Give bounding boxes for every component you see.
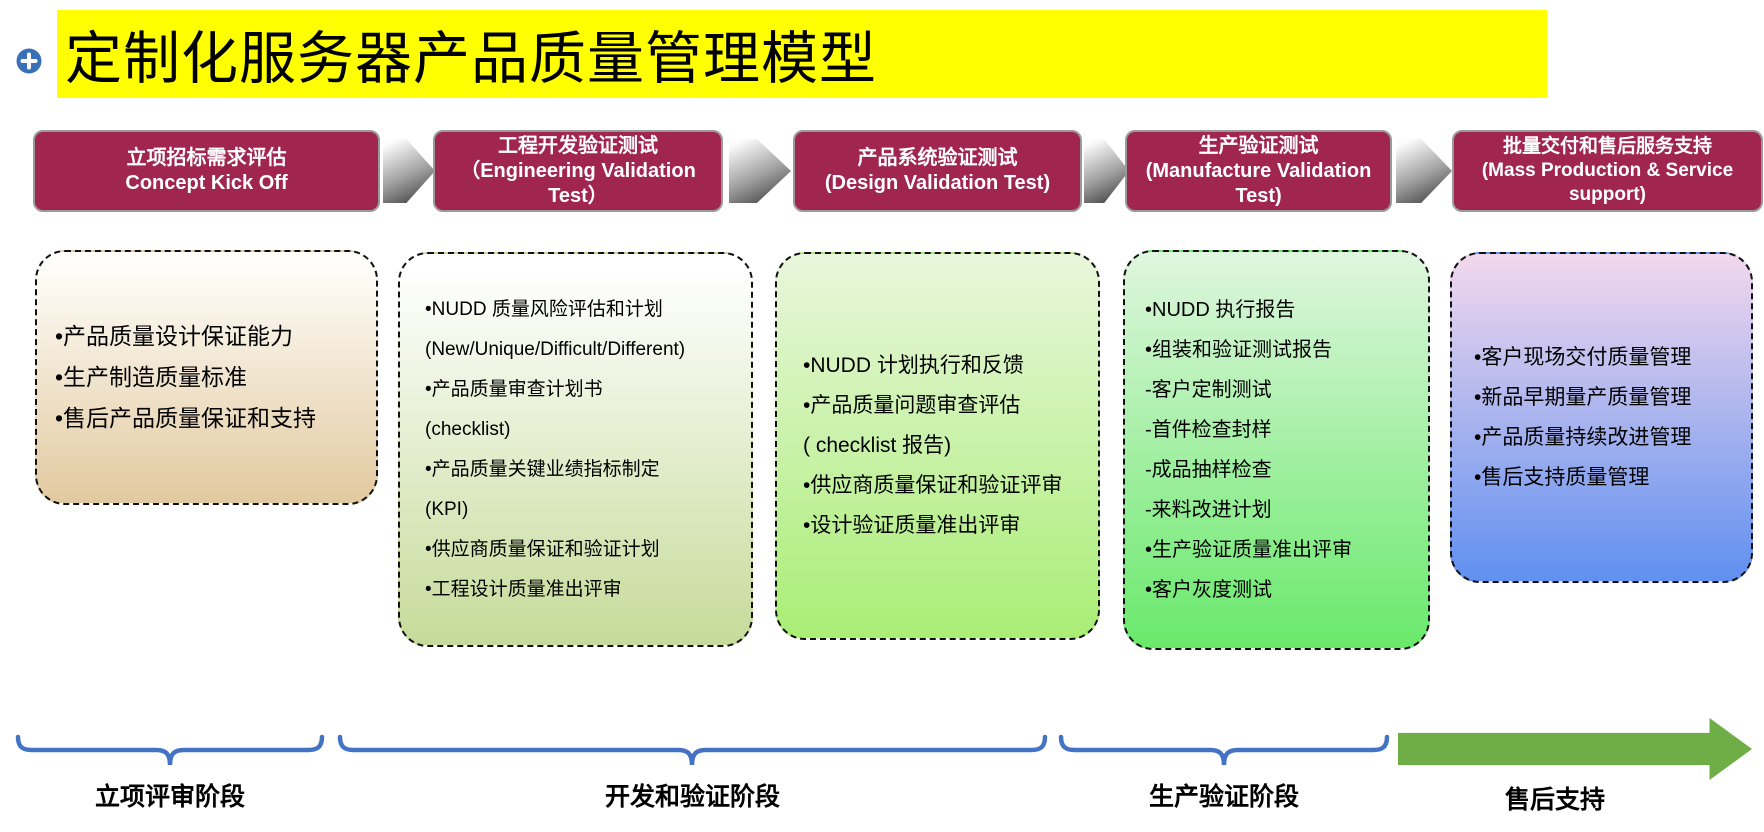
stage-bracket-1 [15, 734, 325, 766]
bullet-line: -来料改进计划 [1145, 499, 1272, 521]
page-title: 定制化服务器产品质量管理模型 [65, 27, 877, 91]
bullet-line: •组装和验证测试报告 [1145, 339, 1333, 361]
phase-header-engineering-validation-test: 工程开发验证测试 （Engineering Validation Test） [433, 130, 723, 212]
phase-header-en: (Manufacture Validation Test) [1145, 159, 1372, 207]
bullet-line: •NUDD 执行报告 [1145, 299, 1296, 321]
stage-bracket-2 [337, 734, 1048, 766]
phase-header-zh: 立项招标需求评估 [126, 147, 287, 169]
bullet-line: •NUDD 计划执行和反馈 [803, 354, 1024, 377]
bullet-line: •产品质量关键业绩指标制定 [425, 458, 660, 480]
arrow-right-icon [1398, 718, 1752, 780]
bullet-line: •客户灰度测试 [1145, 579, 1273, 601]
phase-details-dvt: •NUDD 计划执行和反馈 •产品质量问题审查评估 ( checklist 报告… [775, 252, 1100, 640]
bullet-line: •生产验证质量准出评审 [1145, 539, 1353, 561]
bullet-line: •产品质量问题审查评估 [803, 394, 1021, 417]
bullet-line: •售后支持质量管理 [1474, 465, 1650, 489]
phase-header-mass-production-service-support: 批量交付和售后服务支持 (Mass Production & Service s… [1452, 130, 1763, 212]
plus-icon [16, 48, 42, 74]
chevron-right-icon [729, 139, 791, 203]
bullet-line: -客户定制测试 [1145, 379, 1272, 401]
bullet-line: •售后产品质量保证和支持 [55, 405, 317, 431]
bullet-line: •产品质量持续改进管理 [1474, 425, 1692, 449]
phase-details-evt: •NUDD 质量风险评估和计划 (New/Unique/Difficult/Di… [398, 252, 753, 647]
bullet-line: •供应商质量保证和验证评审 [803, 474, 1063, 497]
bullet-line: •产品质量设计保证能力 [55, 323, 294, 349]
phase-header-zh: 产品系统验证测试 [857, 147, 1018, 169]
bullet-line: •工程设计质量准出评审 [425, 578, 622, 600]
stage-label-development-validation: 开发和验证阶段 [604, 783, 780, 811]
bullet-line: •NUDD 质量风险评估和计划 [425, 298, 663, 320]
phase-header-en: Concept Kick Off [125, 172, 288, 194]
bullet-line: •供应商质量保证和验证计划 [425, 538, 660, 560]
phase-details-mvt: •NUDD 执行报告 •组装和验证测试报告 -客户定制测试 -首件检查封样 -成… [1123, 250, 1430, 650]
bullet-line: •设计验证质量准出评审 [803, 514, 1021, 537]
phase-header-design-validation-test: 产品系统验证测试 (Design Validation Test) [793, 130, 1082, 212]
bullet-line: -首件检查封样 [1145, 419, 1272, 441]
phase-header-en: (Mass Production & Service support) [1481, 160, 1734, 205]
bullet-line: (New/Unique/Difficult/Different) [425, 338, 686, 360]
bullet-line: (checklist) [425, 418, 511, 440]
phase-header-concept-kick-off: 立项招标需求评估 Concept Kick Off [33, 130, 380, 212]
chevron-right-icon [383, 139, 435, 203]
phase-header-zh: 工程开发验证测试 [498, 134, 658, 157]
bullet-line: •新品早期量产质量管理 [1474, 385, 1692, 409]
bullet-line: •生产制造质量标准 [55, 364, 248, 390]
bullet-line: ( checklist 报告) [803, 434, 952, 457]
phase-details-mass-production: •客户现场交付质量管理 •新品早期量产质量管理 •产品质量持续改进管理 •售后支… [1450, 252, 1753, 583]
phase-details-concept: •产品质量设计保证能力 •生产制造质量标准 •售后产品质量保证和支持 [35, 250, 378, 505]
bullet-line: •客户现场交付质量管理 [1474, 345, 1692, 369]
stage-label-project-review: 立项评审阶段 [94, 783, 245, 811]
bullet-line: -成品抽样检查 [1145, 459, 1272, 481]
chevron-right-icon [1084, 139, 1129, 203]
phase-header-zh: 批量交付和售后服务支持 [1502, 136, 1712, 157]
phase-header-zh: 生产验证测试 [1198, 134, 1319, 157]
title-highlight-bar: 定制化服务器产品质量管理模型 [57, 10, 1547, 98]
phase-header-en: (Design Validation Test) [824, 172, 1051, 194]
stage-label-production-validation: 生产验证阶段 [1148, 783, 1299, 811]
phase-header-manufacture-validation-test: 生产验证测试 (Manufacture Validation Test) [1125, 130, 1392, 212]
stage-bracket-3 [1058, 734, 1390, 766]
chevron-right-icon [1396, 139, 1452, 203]
stage-label-after-sales-support: 售后支持 [1504, 786, 1605, 814]
bullet-line: (KPI) [425, 498, 469, 520]
bullet-line: •产品质量审查计划书 [425, 378, 603, 400]
phase-header-en: （Engineering Validation Test） [460, 159, 696, 207]
